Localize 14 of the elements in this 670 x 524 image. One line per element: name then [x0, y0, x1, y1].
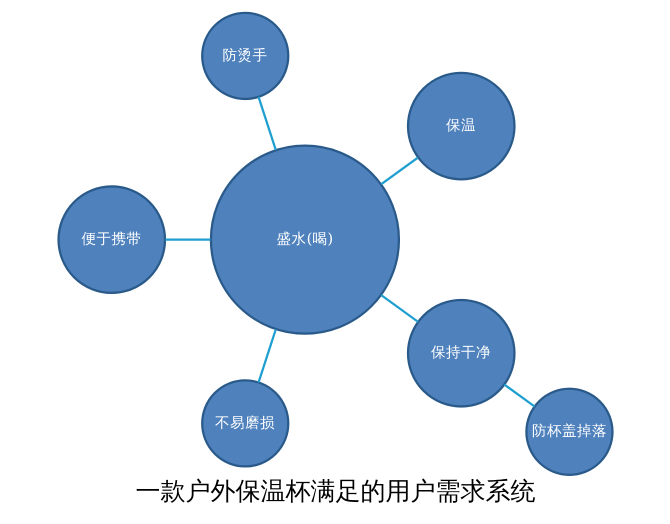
connector	[256, 96, 276, 150]
connector	[380, 294, 418, 323]
node-circle: 防烫手	[200, 12, 289, 100]
connector	[380, 156, 418, 186]
connector	[256, 329, 276, 383]
node-circle: 保温	[406, 72, 516, 180]
node-circle: 保持干净	[406, 298, 516, 408]
connector	[503, 384, 535, 408]
node-circle: 便于携带	[56, 185, 166, 294]
caption: 一款户外保温杯满足的用户需求系统	[135, 476, 535, 506]
node-circle: 不易磨损	[200, 379, 289, 468]
node-circle: 盛水(喝)	[209, 144, 400, 335]
node-circle: 防杯盖掉落	[524, 388, 614, 476]
connector	[164, 238, 210, 241]
